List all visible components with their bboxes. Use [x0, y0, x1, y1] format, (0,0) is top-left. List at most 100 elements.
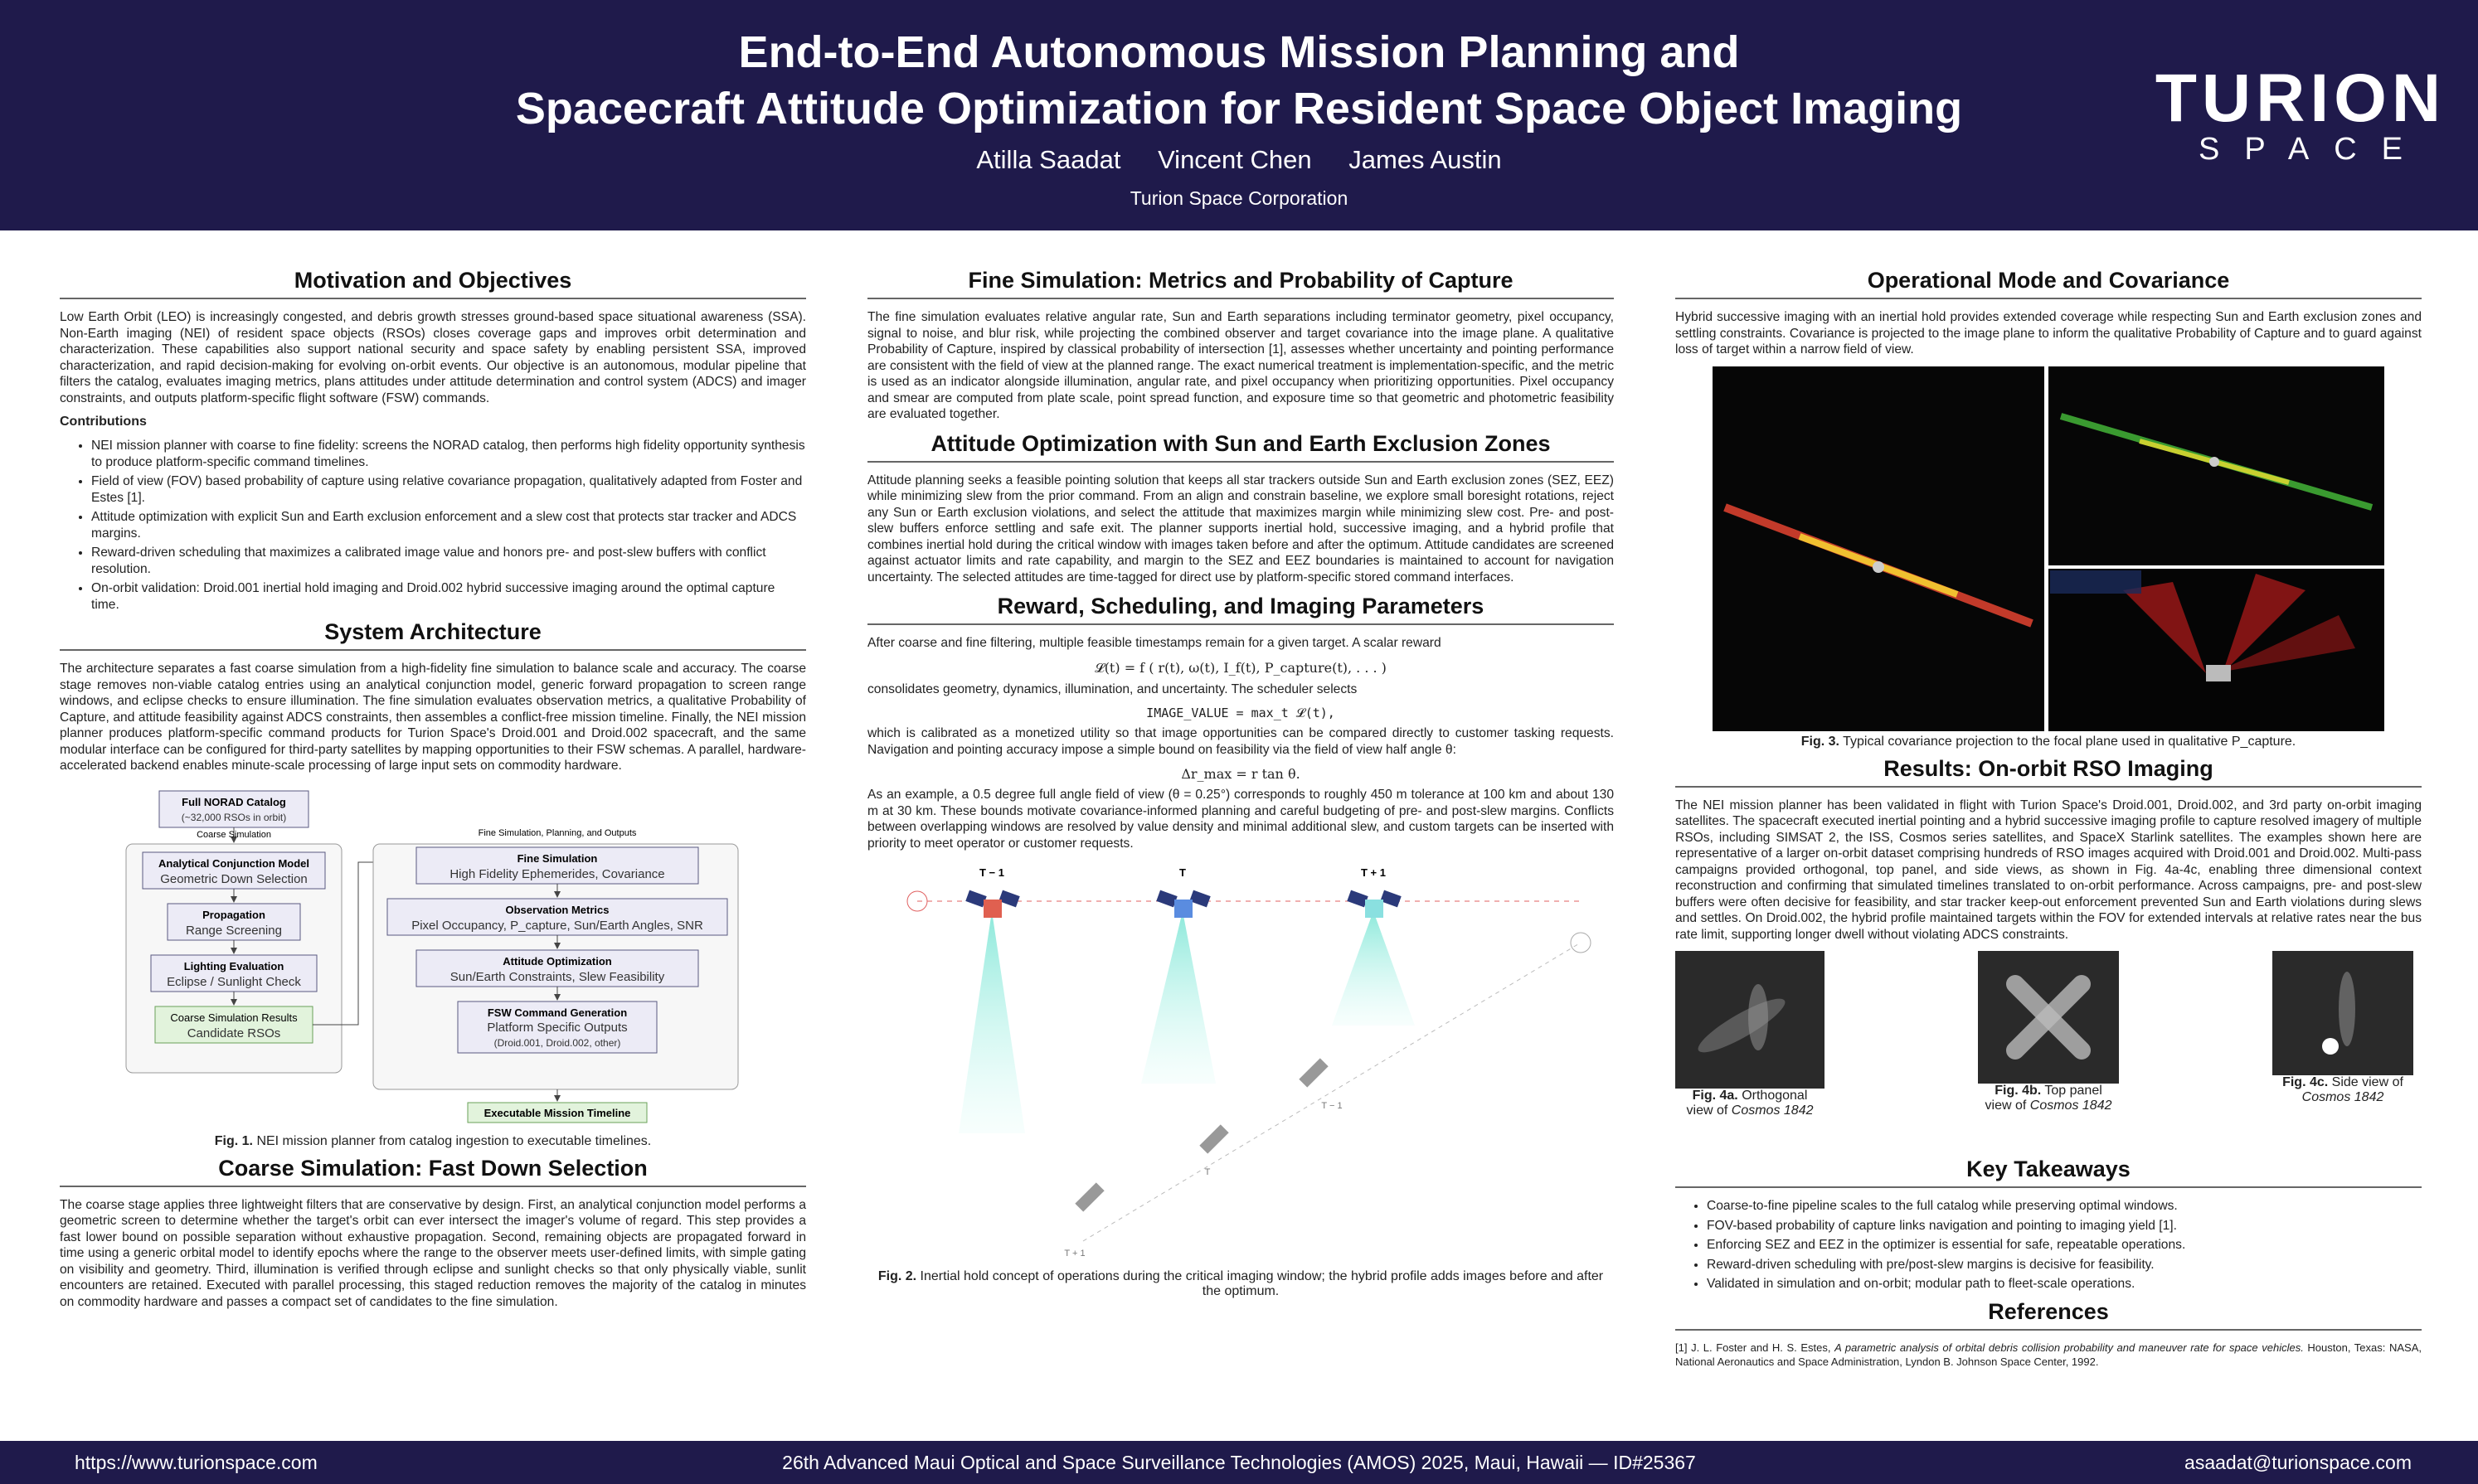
- label-top-3: T + 1: [1361, 866, 1386, 879]
- fine-box-3-title: Attitude Optimization: [503, 955, 611, 968]
- fig4b-line2b: Cosmos 1842: [2029, 1098, 2112, 1113]
- affiliation: Turion Space Corporation: [1130, 187, 1348, 209]
- fine-group-label: Fine Simulation, Planning, and Outputs: [479, 828, 637, 838]
- equation-delta-r: Δr_max = r tan θ.: [1181, 766, 1300, 782]
- fig4b-line1: Top panel: [2044, 1084, 2102, 1098]
- label-top-1: T − 1: [979, 866, 1004, 879]
- fine-box-4-sub2: (Droid.001, Droid.002, other): [494, 1037, 621, 1049]
- section-title-coarse: Coarse Simulation: Fast Down Selection: [60, 1156, 806, 1187]
- contribution-item: Reward-driven scheduling that maximizes …: [91, 545, 806, 577]
- footer-email-link[interactable]: asaadat@turionspace.com: [2184, 1452, 2412, 1473]
- takeaways-list: Coarse-to-fine pipeline scales to the fu…: [1675, 1198, 2422, 1292]
- takeaway-item: FOV-based probability of capture links n…: [1707, 1218, 2422, 1234]
- column-left: Motivation and Objectives Low Earth Orbi…: [60, 261, 806, 1430]
- observer-track: [1082, 942, 1582, 1242]
- column-right: Operational Mode and Covariance Hybrid s…: [1675, 261, 2422, 1430]
- coarse-box-4-sub: Candidate RSOs: [187, 1026, 281, 1040]
- architecture-text: The architecture separates a fast coarse…: [60, 662, 806, 773]
- fig4a-label: Fig. 4a.: [1692, 1089, 1738, 1103]
- catalog-title: Full NORAD Catalog: [182, 796, 286, 808]
- logo-wordmark: TURION: [2155, 61, 2446, 136]
- fig4c-line2b: Cosmos 1842: [2301, 1090, 2384, 1104]
- coarse-box-3-title: Lighting Evaluation: [184, 960, 284, 972]
- rso-image-side: [2272, 951, 2413, 1075]
- fig4c-line1: Side view of: [2331, 1075, 2403, 1089]
- fine-box-2-title: Observation Metrics: [506, 904, 610, 916]
- section-title-attitude: Attitude Optimization with Sun and Earth…: [867, 431, 1614, 463]
- motivation-text: Low Earth Orbit (LEO) is increasingly co…: [60, 310, 806, 405]
- fig2-caption: Fig. 2. Inertial hold concept of operati…: [867, 1269, 1614, 1299]
- fine-box-2-sub: Pixel Occupancy, P_capture, Sun/Earth An…: [411, 919, 703, 933]
- coarse-box-2-title: Propagation: [202, 909, 265, 921]
- ref1-num: [1]: [1675, 1341, 1688, 1354]
- fig4a-line1: Orthogonal: [1742, 1089, 1808, 1103]
- fine-box-1-sub: High Fidelity Ephemerides, Covariance: [449, 867, 664, 881]
- label-top-2: T: [1179, 866, 1186, 879]
- fig4a-line2a: view of: [1686, 1103, 1732, 1118]
- coarse-box-1-title: Analytical Conjunction Model: [158, 857, 309, 870]
- fig3-caption: Fig. 3. Typical covariance projection to…: [1675, 735, 2422, 749]
- author-1: Atilla Saadat: [976, 145, 1121, 174]
- reward-text-3: which is calibrated as a monetized utili…: [867, 726, 1614, 757]
- fine-box-4-title: FSW Command Generation: [488, 1006, 627, 1019]
- section-title-takeaways: Key Takeaways: [1675, 1157, 2422, 1188]
- fine-box-4-sub: Platform Specific Outputs: [487, 1021, 627, 1035]
- fig4c-label: Fig. 4c.: [2282, 1075, 2329, 1089]
- author-3: James Austin: [1348, 145, 1502, 174]
- fig4b-label: Fig. 4b.: [1995, 1084, 2042, 1098]
- fig1-flow-diagram: Full NORAD Catalog (~32,000 RSOs in orbi…: [125, 790, 739, 1123]
- opmode-text: Hybrid successive imaging with an inerti…: [1675, 310, 2422, 356]
- output-box: Executable Mission Timeline: [484, 1107, 631, 1119]
- footer-conference: 26th Advanced Maui Optical and Space Sur…: [782, 1452, 1696, 1473]
- equation-image-value: IMAGE_VALUE = max_t 𝓛(t),: [1146, 706, 1335, 720]
- coarse-group-label: Coarse Simulation: [197, 830, 271, 840]
- coarse-box-3-sub: Eclipse / Sunlight Check: [167, 975, 301, 989]
- label-bottom-2: T: [1205, 1167, 1211, 1177]
- coarse-box-4-title: Coarse Simulation Results: [170, 1011, 298, 1024]
- column-center: Fine Simulation: Metrics and Probability…: [867, 261, 1614, 1430]
- ref1-authors: J. L. Foster and H. S. Estes,: [1691, 1341, 1835, 1354]
- fig1-caption: Fig. 1. NEI mission planner from catalog…: [60, 1134, 806, 1149]
- observer-satellite-2: [1156, 890, 1211, 918]
- takeaway-item: Enforcing SEZ and EEZ in the optimizer i…: [1707, 1237, 2422, 1254]
- authors: Atilla Saadat Vincent Chen James Austin: [0, 145, 2478, 175]
- contributions-list: NEI mission planner with coarse to fine …: [60, 438, 806, 613]
- takeaway-item: Validated in simulation and on-orbit; mo…: [1707, 1276, 2422, 1292]
- target-satellites: [1075, 1058, 1329, 1212]
- fig3-covariance-screens: [1713, 366, 2384, 731]
- fig4-thumbnails: Fig. 4a. Orthogonal view of Cosmos 1842 …: [1675, 951, 2422, 1150]
- author-2: Vincent Chen: [1158, 145, 1312, 174]
- label-bottom-1: T − 1: [1321, 1101, 1342, 1111]
- fig2-caption-text: Inertial hold concept of operations duri…: [920, 1269, 1604, 1298]
- contribution-item: On-orbit validation: Droid.001 inertial …: [91, 580, 806, 613]
- fine-box-1-title: Fine Simulation: [517, 852, 598, 865]
- ref1-pub: Houston, Texas: NASA, National Aeronauti…: [1675, 1341, 2422, 1368]
- section-title-opmode: Operational Mode and Covariance: [1675, 268, 2422, 299]
- rso-image-orthogonal: [1675, 951, 1824, 1089]
- fig3-caption-label: Fig. 3.: [1800, 734, 1839, 749]
- fig4b: Fig. 4b. Top panel view of Cosmos 1842: [1978, 951, 2119, 1113]
- ref1-title: A parametric analysis of orbital debris …: [1834, 1341, 2304, 1354]
- fig4a: Fig. 4a. Orthogonal view of Cosmos 1842: [1675, 951, 1824, 1118]
- logo-subword: SPACE: [2198, 132, 2427, 167]
- results-text: The NEI mission planner has been validat…: [1675, 798, 2422, 942]
- contribution-item: Attitude optimization with explicit Sun …: [91, 509, 806, 541]
- title-line-2: Spacecraft Attitude Optimization for Res…: [515, 84, 1963, 133]
- poster-footer: https://www.turionspace.com 26th Advance…: [0, 1441, 2478, 1484]
- rso-image-top: [1978, 951, 2119, 1084]
- reward-text-4: As an example, a 0.5 degree full angle f…: [867, 788, 1614, 851]
- catalog-sub: (~32,000 RSOs in orbit): [182, 812, 286, 823]
- coarse-box-1-sub: Geometric Down Selection: [160, 872, 308, 886]
- turion-logo: TURION SPACE: [2151, 61, 2450, 167]
- takeaway-item: Coarse-to-fine pipeline scales to the fu…: [1707, 1198, 2422, 1215]
- section-title-architecture: System Architecture: [60, 619, 806, 651]
- reward-text-2: consolidates geometry, dynamics, illumin…: [867, 681, 1358, 696]
- section-title-references: References: [1675, 1299, 2422, 1331]
- footer-website-link[interactable]: https://www.turionspace.com: [75, 1452, 318, 1473]
- target-start-marker: [906, 890, 928, 912]
- fig2-caption-label: Fig. 2.: [877, 1269, 917, 1283]
- reference-1: [1] J. L. Foster and H. S. Estes, A para…: [1675, 1341, 2422, 1369]
- observer-satellite-3: [1347, 890, 1402, 918]
- target-end-marker: [1570, 932, 1591, 953]
- reward-text-1: After coarse and fine filtering, multipl…: [867, 636, 1441, 650]
